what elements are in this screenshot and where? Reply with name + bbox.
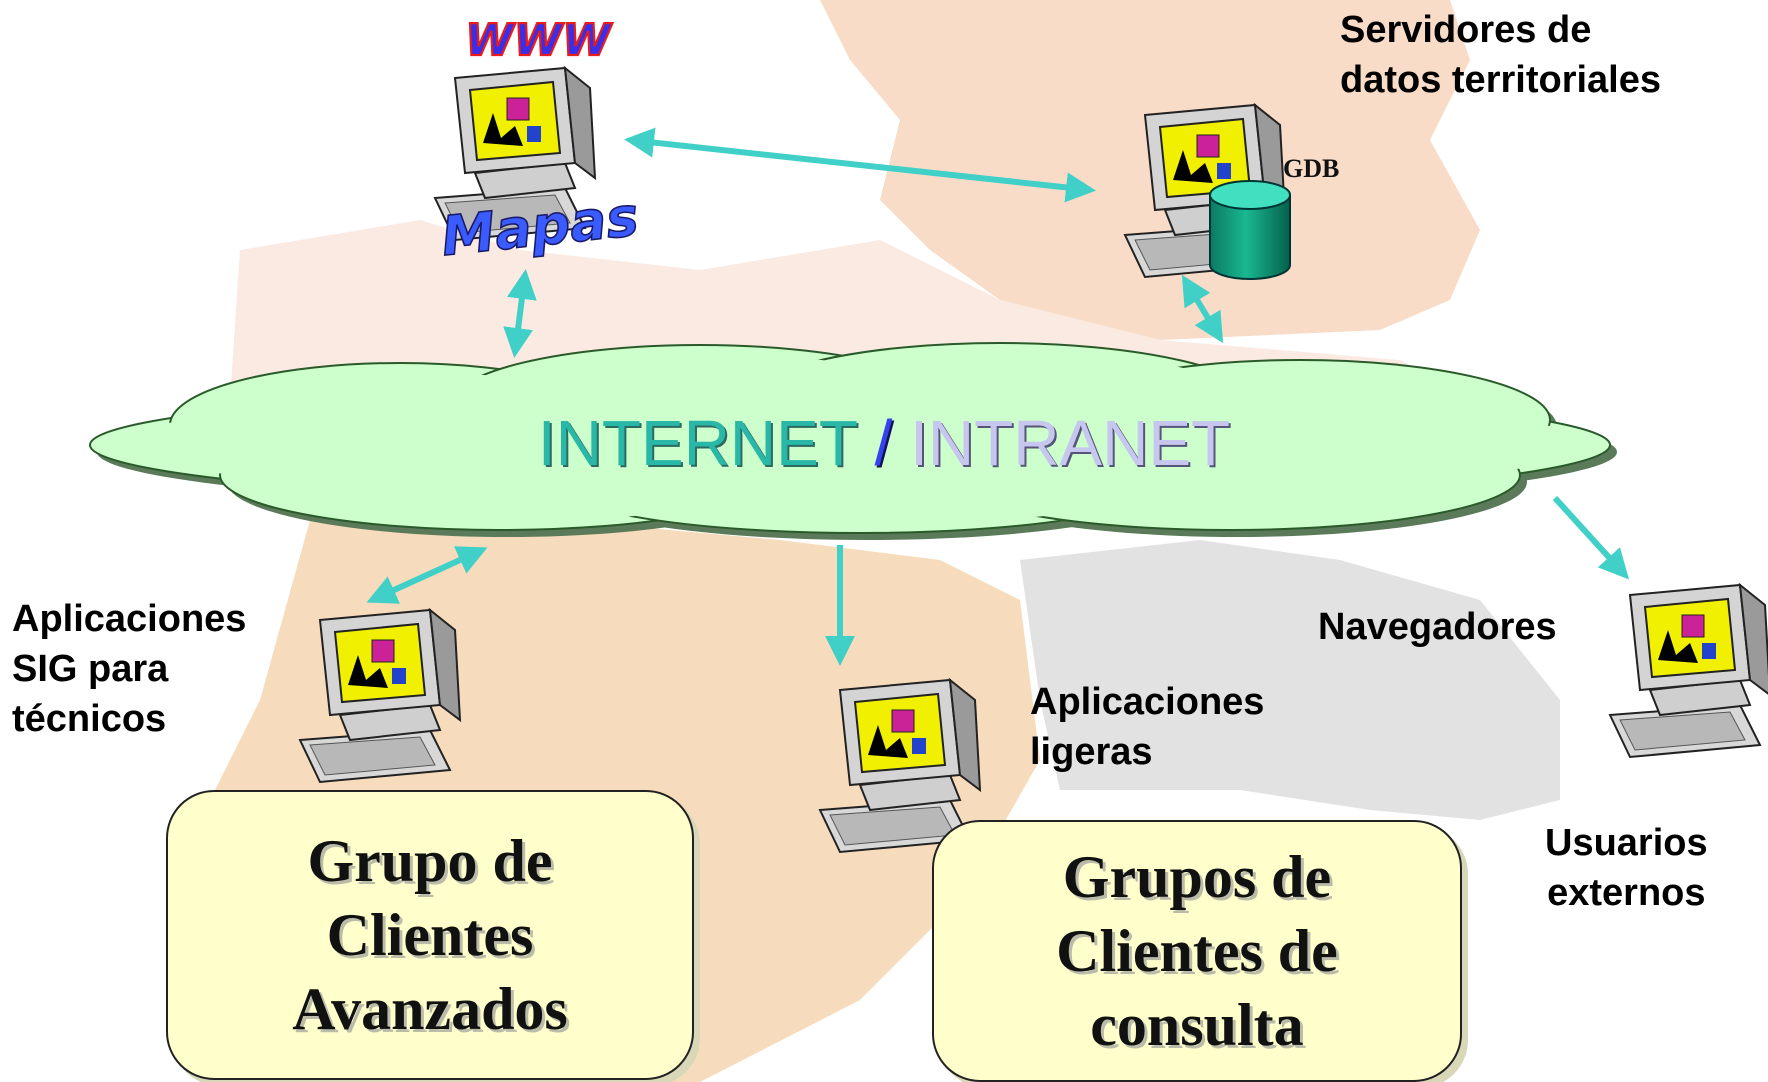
arrow-cloud-to-sig — [366, 546, 488, 604]
network-cloud — [89, 342, 1617, 540]
network-label: INTERNET / INTRANET — [0, 408, 1768, 478]
group-box-avanzados: Grupo de Clientes Avanzados — [166, 790, 694, 1080]
intranet-text: INTRANET — [910, 407, 1231, 479]
internet-text: INTERNET — [537, 407, 857, 479]
arrow-www-to-cloud — [503, 269, 537, 358]
label-usuarios-externos: Usuarios externos — [1545, 822, 1708, 914]
label-servidores: Servidores de datos territoriales — [1340, 9, 1661, 101]
www-text: WWW — [465, 15, 613, 66]
separator-text: / — [856, 407, 911, 479]
arrow-server-to-cloud — [1181, 274, 1224, 344]
group-box-consulta: Grupos de Clientes de consulta — [932, 820, 1462, 1082]
label-aplicaciones-ligeras: Aplicaciones ligeras — [1030, 681, 1265, 773]
database-icon — [1209, 180, 1291, 280]
label-aplicaciones-sig: Aplicaciones SIG para técnicos — [12, 598, 247, 740]
arrow-www-to-server — [624, 127, 1096, 203]
gdb-label: GDB — [1283, 154, 1339, 183]
connection-arrows — [366, 127, 1630, 666]
computer-icon-externos — [1609, 584, 1768, 758]
label-navegadores: Navegadores — [1318, 606, 1557, 648]
arrow-cloud-to-navegadores — [1552, 495, 1630, 580]
